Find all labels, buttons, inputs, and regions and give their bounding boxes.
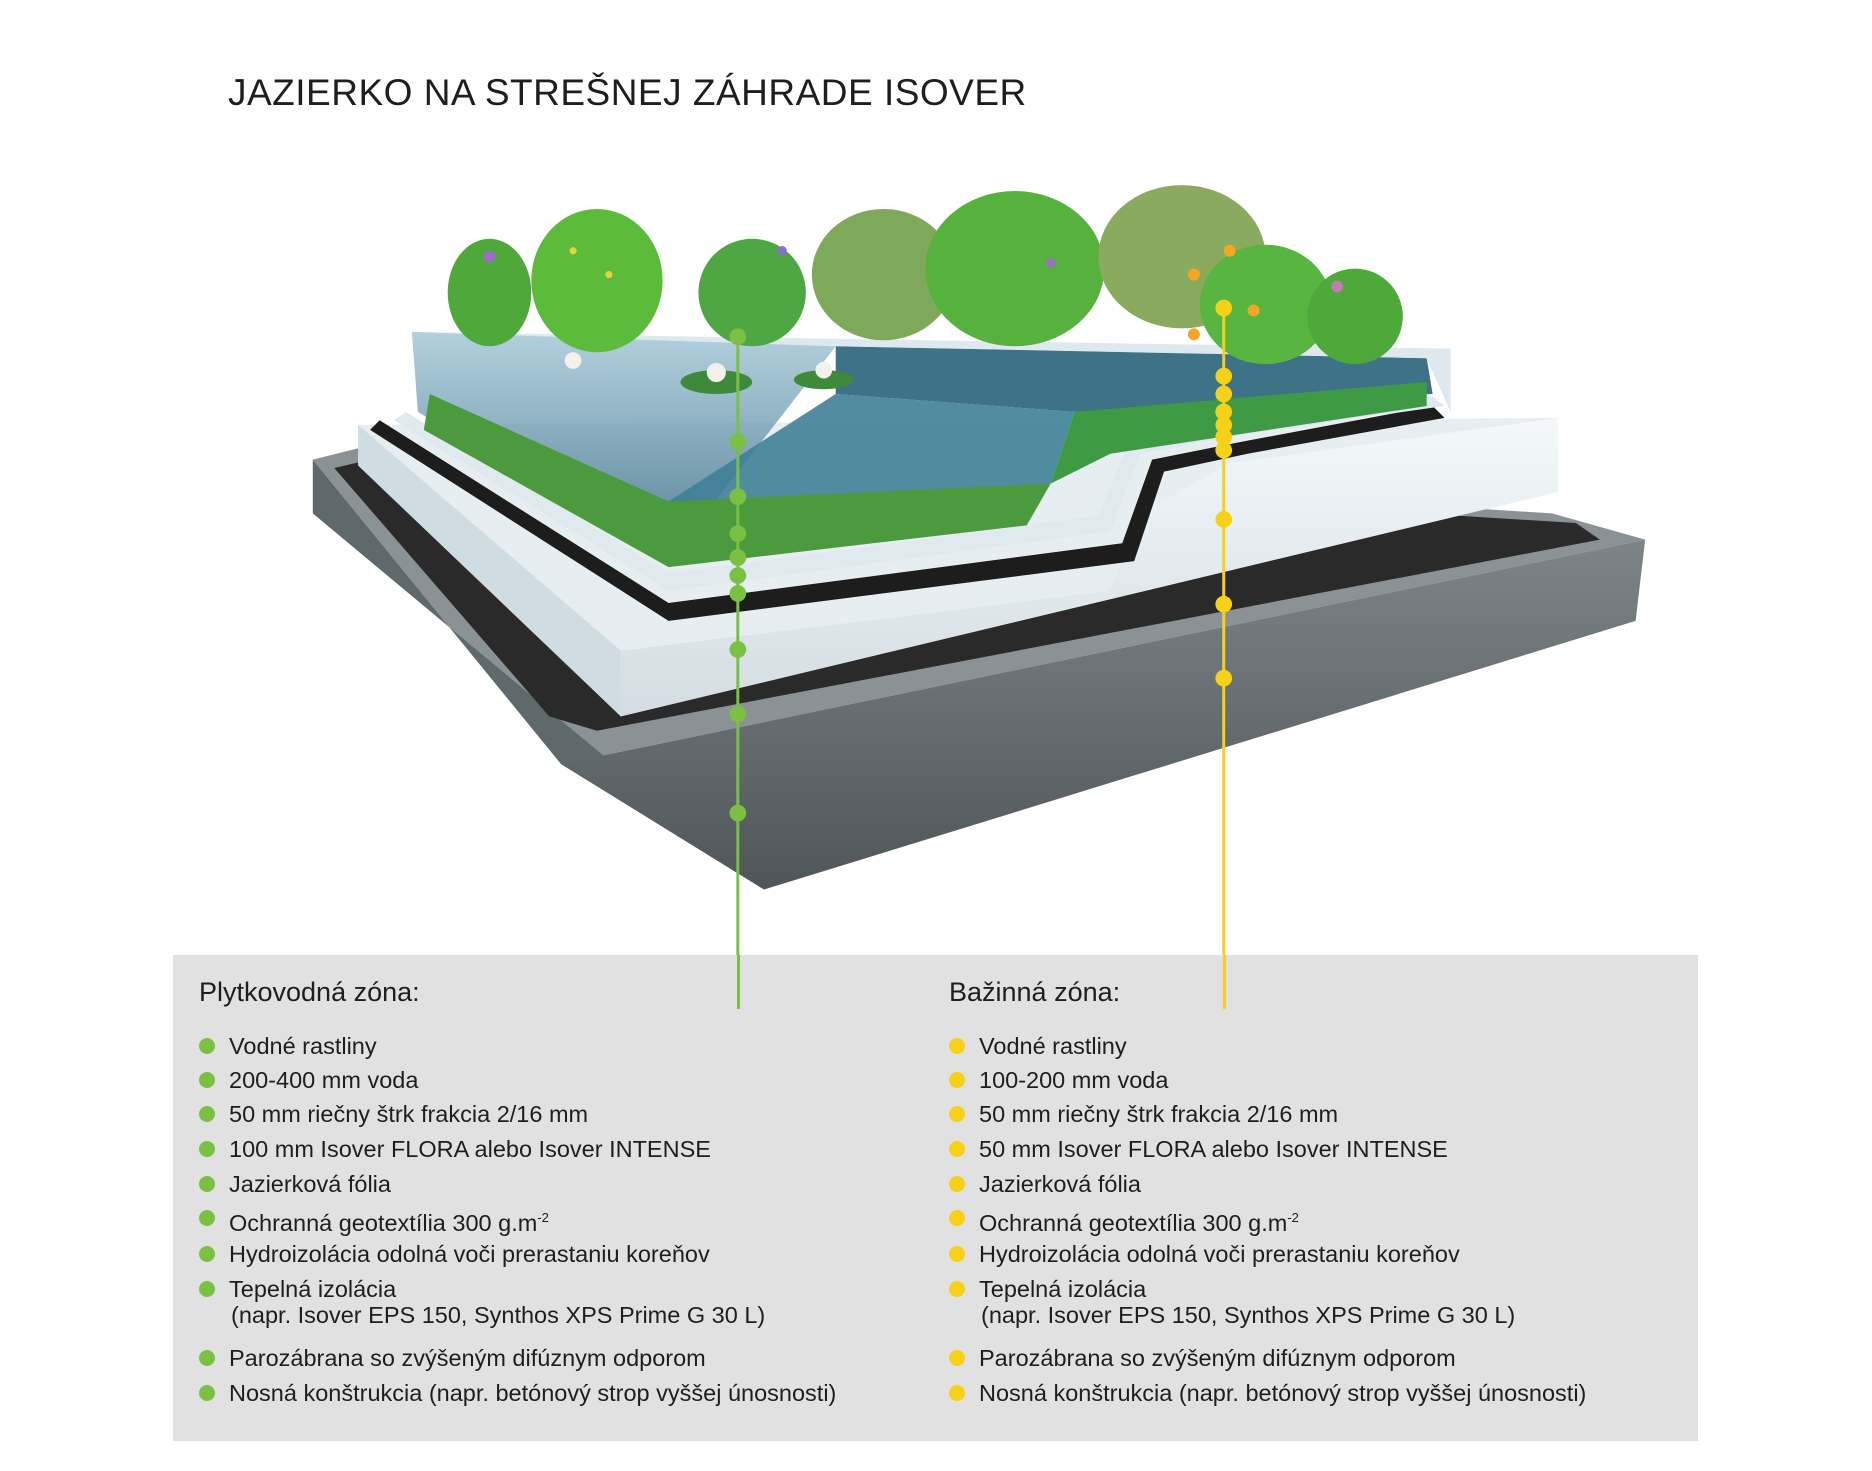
legend-item-label: Tepelná izolácia — [979, 1276, 1147, 1302]
marsh-zone-title: Bažinná zóna: — [949, 977, 1121, 1007]
legend-item-text: 100-200 mm voda — [979, 1067, 1168, 1093]
superscript: -2 — [537, 1210, 549, 1225]
legend-item: Jazierková fólia — [949, 1171, 1141, 1197]
legend-panel: Plytkovodná zóna: Vodné rastliny 200-400 … — [173, 955, 1698, 1441]
legend-item-label: Hydroizolácia odolná voči prerastaniu ko… — [979, 1241, 1460, 1267]
shallow-zone-title: Plytkovodná zóna: — [199, 977, 420, 1007]
legend-item: Nosná konštrukcia (napr. betónový strop … — [199, 1380, 836, 1406]
legend-item: Tepelná izolácia(napr. Isover EPS 150, S… — [949, 1276, 1515, 1328]
legend-item-label: Ochranná geotextília 300 g.m — [229, 1209, 538, 1236]
legend-item-text: Vodné rastliny — [979, 1033, 1127, 1059]
legend-item-label: Ochranná geotextília 300 g.m — [979, 1209, 1288, 1236]
bullet-dot-icon — [949, 1038, 965, 1054]
legend-item-label: Vodné rastliny — [229, 1033, 377, 1059]
shallow-zone-line-end — [737, 955, 740, 1009]
legend-item: Tepelná izolácia(napr. Isover EPS 150, S… — [199, 1276, 765, 1328]
bullet-dot-icon — [199, 1385, 215, 1401]
legend-item-text: Parozábrana so zvýšeným difúznym odporom — [229, 1345, 706, 1371]
legend-item-label: Nosná konštrukcia (napr. betónový strop … — [979, 1380, 1587, 1406]
legend-item: Nosná konštrukcia (napr. betónový strop … — [949, 1380, 1586, 1406]
legend-item-label: Jazierková fólia — [229, 1171, 391, 1197]
legend-item-label: Hydroizolácia odolná voči prerastaniu ko… — [229, 1241, 710, 1267]
legend-item-text: Nosná konštrukcia (napr. betónový strop … — [979, 1380, 1586, 1406]
superscript: -2 — [1287, 1210, 1299, 1225]
legend-item-text: 50 mm riečny štrk frakcia 2/16 mm — [979, 1101, 1338, 1127]
legend-item: Hydroizolácia odolná voči prerastaniu ko… — [949, 1241, 1460, 1267]
bullet-dot-icon — [199, 1176, 215, 1192]
bullet-dot-icon — [199, 1038, 215, 1054]
bullet-dot-icon — [199, 1106, 215, 1122]
legend-item: 50 mm Isover FLORA alebo Isover INTENSE — [949, 1136, 1448, 1162]
bullet-dot-icon — [199, 1141, 215, 1157]
legend-item-text: 50 mm Isover FLORA alebo Isover INTENSE — [979, 1136, 1448, 1162]
legend-item: Vodné rastliny — [949, 1033, 1127, 1059]
legend-item-label: Nosná konštrukcia (napr. betónový strop … — [229, 1380, 837, 1406]
bullet-dot-icon — [949, 1246, 965, 1262]
legend-item-label: Vodné rastliny — [979, 1033, 1127, 1059]
legend-item: Vodné rastliny — [199, 1033, 377, 1059]
bullet-dot-icon — [199, 1210, 215, 1226]
legend-item-text: Tepelná izolácia(napr. Isover EPS 150, S… — [979, 1276, 1515, 1328]
protective-geotextile — [393, 396, 1445, 592]
bullet-dot-icon — [949, 1176, 965, 1192]
legend-item: Ochranná geotextília 300 g.m-2 — [949, 1205, 1299, 1236]
legend-item-label: Parozábrana so zvýšeným difúznym odporom — [229, 1345, 706, 1371]
legend-item: Parozábrana so zvýšeným difúznym odporom — [949, 1345, 1456, 1371]
legend-item-label: 50 mm Isover FLORA alebo Isover INTENSE — [979, 1136, 1448, 1162]
legend-item-label: 50 mm riečny štrk frakcia 2/16 mm — [979, 1101, 1339, 1127]
legend-item: 200-400 mm voda — [199, 1067, 418, 1093]
legend-item-label: 100-200 mm voda — [979, 1067, 1169, 1093]
legend-item-text: 100 mm Isover FLORA alebo Isover INTENSE — [229, 1136, 711, 1162]
legend-item-label: Parozábrana so zvýšeným difúznym odporom — [979, 1345, 1456, 1371]
diagram-title: JAZIERKO NA STREŠNEJ ZÁHRADE ISOVER — [228, 72, 1027, 113]
legend-item: 50 mm riečny štrk frakcia 2/16 mm — [199, 1101, 588, 1127]
bullet-dot-icon — [949, 1210, 965, 1226]
legend-item-text: Ochranná geotextília 300 g.m-2 — [229, 1205, 549, 1236]
waterproofing-membrane — [370, 405, 1445, 621]
legend-item-label: Jazierková fólia — [979, 1171, 1141, 1197]
bullet-dot-icon — [949, 1385, 965, 1401]
bullet-dot-icon — [949, 1072, 965, 1088]
legend-item-text: Jazierková fólia — [979, 1171, 1141, 1197]
legend-item: 100-200 mm voda — [949, 1067, 1168, 1093]
shallow-zone-indicator — [729, 328, 747, 1009]
legend-item-label: Tepelná izolácia — [229, 1276, 397, 1302]
legend-item: Hydroizolácia odolná voči prerastaniu ko… — [199, 1241, 710, 1267]
legend-item-detail: (napr. Isover EPS 150, Synthos XPS Prime… — [231, 1302, 766, 1328]
legend-item-text: Tepelná izolácia(napr. Isover EPS 150, S… — [229, 1276, 765, 1328]
aquatic-plants — [447, 185, 1403, 395]
legend-item: 50 mm riečny štrk frakcia 2/16 mm — [949, 1101, 1338, 1127]
bullet-dot-icon — [949, 1350, 965, 1366]
legend-item-text: Jazierková fólia — [229, 1171, 391, 1197]
legend-item-label: 100 mm Isover FLORA alebo Isover INTENSE — [229, 1136, 711, 1162]
legend-item-text: Ochranná geotextília 300 g.m-2 — [979, 1205, 1299, 1236]
bullet-dot-icon — [199, 1281, 215, 1297]
legend-item-text: Nosná konštrukcia (napr. betónový strop … — [229, 1380, 836, 1406]
bullet-dot-icon — [949, 1281, 965, 1297]
marsh-zone-line-end — [1223, 955, 1226, 1009]
marsh-zone-indicator — [1215, 299, 1233, 1009]
legend-item-text: 200-400 mm voda — [229, 1067, 418, 1093]
legend-item: Parozábrana so zvýšeným difúznym odporom — [199, 1345, 706, 1371]
bullet-dot-icon — [949, 1141, 965, 1157]
legend-item-text: 50 mm riečny štrk frakcia 2/16 mm — [229, 1101, 588, 1127]
legend-item-text: Hydroizolácia odolná voči prerastaniu ko… — [979, 1241, 1460, 1267]
bullet-dot-icon — [199, 1072, 215, 1088]
legend-item-detail: (napr. Isover EPS 150, Synthos XPS Prime… — [981, 1302, 1516, 1328]
bullet-dot-icon — [199, 1246, 215, 1262]
legend-item-text: Hydroizolácia odolná voči prerastaniu ko… — [229, 1241, 710, 1267]
bullet-dot-icon — [949, 1106, 965, 1122]
legend-item-text: Vodné rastliny — [229, 1033, 377, 1059]
legend-item-text: Parozábrana so zvýšeným difúznym odporom — [979, 1345, 1456, 1371]
bullet-dot-icon — [199, 1350, 215, 1366]
legend-item-label: 200-400 mm voda — [229, 1067, 419, 1093]
legend-item-label: 50 mm riečny štrk frakcia 2/16 mm — [229, 1101, 589, 1127]
legend-item: Jazierková fólia — [199, 1171, 391, 1197]
legend-item: Ochranná geotextília 300 g.m-2 — [199, 1205, 549, 1236]
legend-item: 100 mm Isover FLORA alebo Isover INTENSE — [199, 1136, 711, 1162]
